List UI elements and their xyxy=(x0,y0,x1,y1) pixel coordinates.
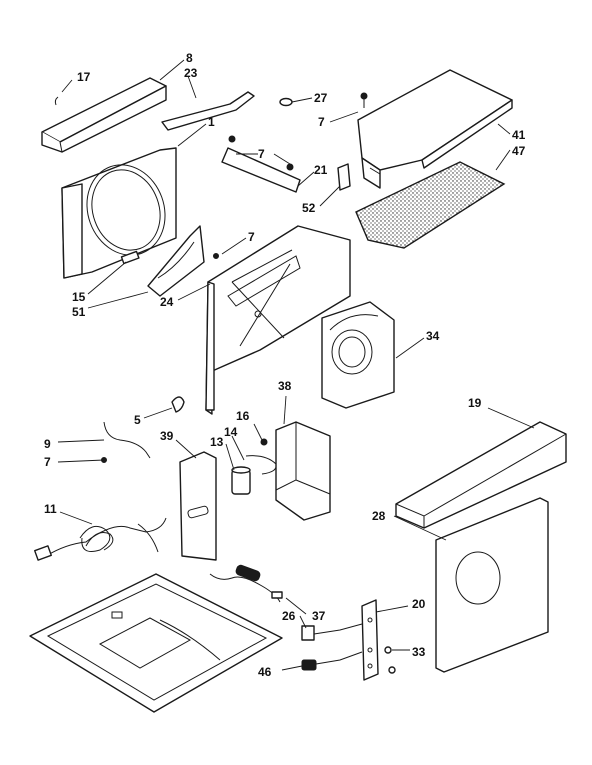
callout-46: 46 xyxy=(258,665,272,679)
callout-52: 52 xyxy=(302,201,316,215)
part-46-switch xyxy=(301,651,363,671)
callout-41: 41 xyxy=(512,128,526,142)
part-34-blower-housing xyxy=(321,301,395,409)
callout-7-top: 7 xyxy=(318,115,325,129)
part-8-top-rail xyxy=(41,77,167,153)
part-9-wire xyxy=(103,421,151,459)
callout-27: 27 xyxy=(314,91,328,105)
callout-38: 38 xyxy=(278,379,292,393)
part-52-small-bracket xyxy=(337,163,351,191)
callout-47: 47 xyxy=(512,144,526,158)
part-24-partition xyxy=(205,225,351,415)
part-11-power-cord xyxy=(34,517,167,561)
part-5-clip xyxy=(171,396,185,413)
callout-39: 39 xyxy=(160,429,174,443)
part-33-screws xyxy=(384,646,396,674)
callout-33: 33 xyxy=(412,645,426,659)
callout-28: 28 xyxy=(372,509,386,523)
callout-1: 1 xyxy=(208,115,215,129)
part-47-filter xyxy=(355,161,506,249)
part-14-capacitor-strap xyxy=(245,455,277,475)
part-38-control-box xyxy=(275,421,331,521)
callout-15: 15 xyxy=(72,290,86,304)
part-28-rear-panel xyxy=(435,497,549,673)
callout-9: 9 xyxy=(44,437,51,451)
part-37-harness xyxy=(209,564,283,603)
callout-51: 51 xyxy=(72,305,86,319)
callout-labels: 17 8 23 27 1 7 41 47 7 21 52 7 15 51 24 … xyxy=(44,51,526,679)
callout-8: 8 xyxy=(186,51,193,65)
callout-14: 14 xyxy=(224,425,238,439)
callout-34: 34 xyxy=(426,329,440,343)
part-19-side-rail xyxy=(395,421,567,529)
callout-20: 20 xyxy=(412,597,426,611)
callout-7-bracket: 7 xyxy=(258,147,265,161)
part-13-capacitor xyxy=(231,466,251,495)
part-17-clip xyxy=(54,96,59,106)
callout-26: 26 xyxy=(282,609,296,623)
part-41-top-cover xyxy=(357,69,513,189)
callout-24: 24 xyxy=(160,295,174,309)
part-16-screw xyxy=(260,438,268,446)
part-26-switch xyxy=(301,623,363,641)
callout-23: 23 xyxy=(184,66,198,80)
callout-37: 37 xyxy=(312,609,326,623)
part-23-bracket xyxy=(161,91,255,131)
part-51-damper xyxy=(147,225,205,297)
part-39-control-bracket xyxy=(179,451,217,561)
part-27-grommet xyxy=(279,97,293,107)
callout-7-damper: 7 xyxy=(248,230,255,244)
part-21-mounting-bracket xyxy=(221,135,301,193)
part-15-slide xyxy=(120,250,140,265)
leader-lines xyxy=(57,59,535,671)
part-20-bracket-plate xyxy=(361,599,379,681)
callout-5: 5 xyxy=(134,413,141,427)
callout-16: 16 xyxy=(236,409,250,423)
callout-11: 11 xyxy=(44,502,57,516)
callout-7-cord: 7 xyxy=(44,455,51,469)
callout-19: 19 xyxy=(468,396,482,410)
part-1-front-frame xyxy=(61,147,177,279)
callout-13: 13 xyxy=(210,435,224,449)
callout-21: 21 xyxy=(314,163,328,177)
base-pan xyxy=(29,573,283,713)
callout-17: 17 xyxy=(77,70,91,84)
